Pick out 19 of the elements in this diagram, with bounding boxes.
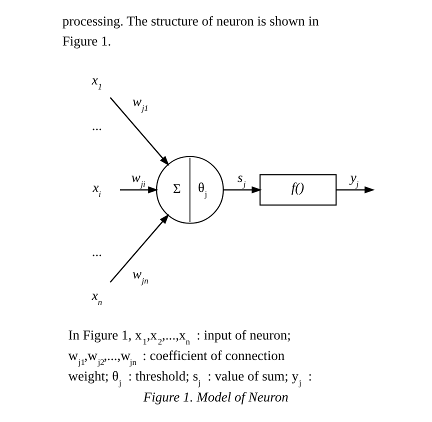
arrow (109, 214, 169, 283)
label: In Figure 1, x$_{1}$,x$_{2}$,...,x$_{n}$ : input of neuron; w$_{j1}$,w$_{j2}$,...,w$_{jn}$ : coefficient of connection weight; θ$_{j}$ : threshold; s$_{j}$ : value of sum; y$_{j}$ : (68, 328, 312, 388)
node-box: f() (259, 174, 336, 206)
label: ... (91, 118, 102, 134)
edge-label: w$_{ji}$ (130, 170, 145, 190)
label: ... (91, 244, 102, 260)
edge-label: s$_{j}$ (236, 170, 246, 190)
edge-label: y$_{j}$ (350, 170, 358, 190)
arrow (119, 186, 158, 194)
caption: Figure 1. Model of Neuron (142, 389, 288, 404)
arrow (109, 97, 169, 166)
node-text: x$_{1}$ (91, 72, 102, 92)
arrow (223, 186, 262, 194)
node-text: x$_{i}$ (92, 180, 101, 200)
arrow (336, 186, 374, 194)
node-text: x$_{n}$ (91, 288, 102, 307)
edge-label: w$_{jn}$ (132, 266, 148, 286)
edge-label: w$_{j1}$ (132, 94, 148, 113)
label: processing. The structure of neuron is shown in Figure 1. (62, 13, 318, 49)
